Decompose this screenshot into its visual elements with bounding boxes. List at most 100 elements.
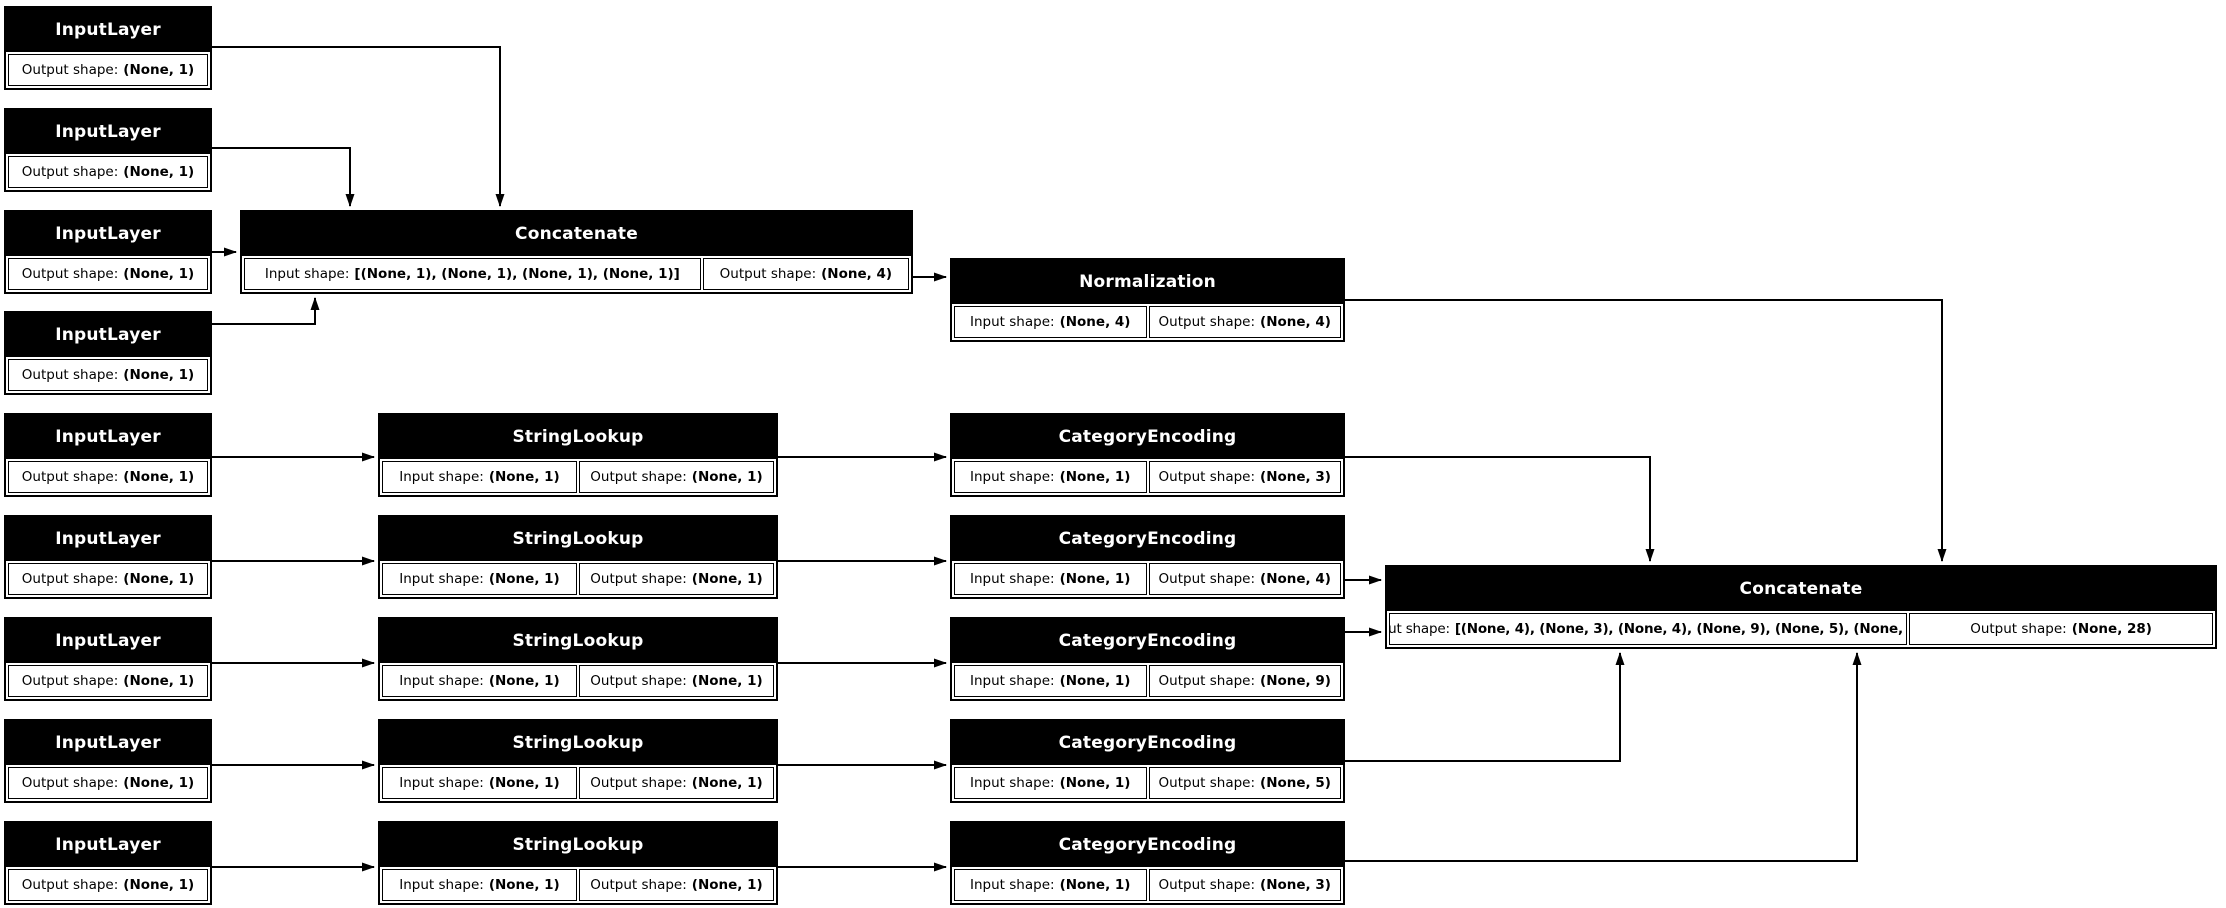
layer-body: Input shape:(None, 1) Output shape:(None… (952, 765, 1343, 801)
input-shape-cell: Input shape:(None, 1) (382, 461, 577, 493)
layer-title: InputLayer (6, 823, 210, 867)
layer-body: Input shape:[(None, 1), (None, 1), (None… (242, 256, 911, 292)
layer-node-input-4: InputLayer Output shape:(None, 1) (4, 311, 212, 395)
layer-node-categoryencoding-4: CategoryEncoding Input shape:(None, 1) O… (950, 719, 1345, 803)
layer-body: Output shape:(None, 1) (6, 561, 210, 597)
input-shape-cell: Input shape:[(None, 4), (None, 3), (None… (1389, 613, 1908, 645)
input-shape-cell: Input shape:(None, 4) (954, 306, 1147, 338)
layer-node-input-1: InputLayer Output shape:(None, 1) (4, 6, 212, 90)
layer-body: Input shape:(None, 1) Output shape:(None… (380, 561, 776, 597)
layer-title: CategoryEncoding (952, 721, 1343, 765)
layer-node-input-5: InputLayer Output shape:(None, 1) (4, 413, 212, 497)
output-shape-cell: Output shape:(None, 5) (1148, 767, 1341, 799)
edge-encoding5-concat2 (1345, 652, 1862, 862)
layer-node-input-8: InputLayer Output shape:(None, 1) (4, 719, 212, 803)
layer-title: InputLayer (6, 8, 210, 52)
layer-node-concatenate-2: Concatenate Input shape:[(None, 4), (Non… (1385, 565, 2217, 649)
layer-title: InputLayer (6, 619, 210, 663)
input-shape-cell: Input shape:(None, 1) (954, 461, 1147, 493)
output-shape-cell: Output shape:(None, 4) (1148, 563, 1341, 595)
layer-node-stringlookup-2: StringLookup Input shape:(None, 1) Outpu… (378, 515, 778, 599)
layer-body: Input shape:(None, 1) Output shape:(None… (380, 765, 776, 801)
output-shape-cell: Output shape:(None, 1) (8, 767, 208, 799)
layer-body: Input shape:(None, 1) Output shape:(None… (952, 561, 1343, 597)
output-shape-cell: Output shape:(None, 1) (579, 665, 774, 697)
edge-input4-concat1 (212, 297, 320, 325)
layer-title: StringLookup (380, 721, 776, 765)
layer-body: Output shape:(None, 1) (6, 154, 210, 190)
layer-title: InputLayer (6, 721, 210, 765)
layer-title: Concatenate (1387, 567, 2215, 611)
layer-title: Concatenate (242, 212, 911, 256)
layer-title: InputLayer (6, 212, 210, 256)
edge-encoding4-concat2 (1345, 652, 1625, 762)
layer-title: Normalization (952, 260, 1343, 304)
layer-body: Output shape:(None, 1) (6, 52, 210, 88)
layer-body: Output shape:(None, 1) (6, 663, 210, 699)
output-shape-cell: Output shape:(None, 1) (579, 767, 774, 799)
output-shape-cell: Output shape:(None, 3) (1148, 461, 1341, 493)
layer-body: Output shape:(None, 1) (6, 256, 210, 292)
layer-title: InputLayer (6, 415, 210, 459)
output-shape-cell: Output shape:(None, 1) (8, 54, 208, 86)
input-shape-cell: Input shape:(None, 1) (382, 767, 577, 799)
layer-body: Input shape:(None, 4) Output shape:(None… (952, 304, 1343, 340)
layer-title: InputLayer (6, 313, 210, 357)
layer-body: Input shape:(None, 1) Output shape:(None… (380, 867, 776, 903)
output-shape-cell: Output shape:(None, 4) (1148, 306, 1341, 338)
input-shape-cell: Input shape:(None, 1) (954, 869, 1147, 901)
input-shape-cell: Input shape:(None, 1) (382, 563, 577, 595)
layer-node-concatenate-1: Concatenate Input shape:[(None, 1), (Non… (240, 210, 913, 294)
layer-node-input-2: InputLayer Output shape:(None, 1) (4, 108, 212, 192)
layer-body: Output shape:(None, 1) (6, 765, 210, 801)
output-shape-cell: Output shape:(None, 4) (702, 258, 909, 290)
output-shape-cell: Output shape:(None, 9) (1148, 665, 1341, 697)
layer-node-input-7: InputLayer Output shape:(None, 1) (4, 617, 212, 701)
layer-title: CategoryEncoding (952, 823, 1343, 867)
layer-node-input-6: InputLayer Output shape:(None, 1) (4, 515, 212, 599)
layer-node-categoryencoding-2: CategoryEncoding Input shape:(None, 1) O… (950, 515, 1345, 599)
edge-input1-concat1 (212, 46, 505, 207)
layer-title: CategoryEncoding (952, 517, 1343, 561)
layer-body: Output shape:(None, 1) (6, 357, 210, 393)
layer-title: StringLookup (380, 619, 776, 663)
layer-body: Output shape:(None, 1) (6, 459, 210, 495)
input-shape-cell: Input shape:(None, 1) (382, 869, 577, 901)
output-shape-cell: Output shape:(None, 3) (1148, 869, 1341, 901)
layer-body: Input shape:(None, 1) Output shape:(None… (952, 867, 1343, 903)
layer-body: Output shape:(None, 1) (6, 867, 210, 903)
input-shape-cell: Input shape:(None, 1) (954, 563, 1147, 595)
layer-body: Input shape:(None, 1) Output shape:(None… (952, 663, 1343, 699)
layer-title: CategoryEncoding (952, 415, 1343, 459)
input-shape-cell: Input shape:(None, 1) (954, 665, 1147, 697)
output-shape-cell: Output shape:(None, 1) (8, 665, 208, 697)
layer-title: StringLookup (380, 517, 776, 561)
output-shape-cell: Output shape:(None, 1) (8, 563, 208, 595)
output-shape-cell: Output shape:(None, 1) (579, 869, 774, 901)
layer-body: Input shape:(None, 1) Output shape:(None… (952, 459, 1343, 495)
output-shape-cell: Output shape:(None, 1) (8, 156, 208, 188)
layer-title: InputLayer (6, 110, 210, 154)
layer-node-stringlookup-1: StringLookup Input shape:(None, 1) Outpu… (378, 413, 778, 497)
output-shape-cell: Output shape:(None, 1) (8, 869, 208, 901)
edge-input2-concat1 (212, 147, 355, 207)
output-shape-cell: Output shape:(None, 1) (8, 359, 208, 391)
output-shape-cell: Output shape:(None, 1) (579, 563, 774, 595)
output-shape-cell: Output shape:(None, 1) (579, 461, 774, 493)
layer-node-normalization: Normalization Input shape:(None, 4) Outp… (950, 258, 1345, 342)
layer-node-input-9: InputLayer Output shape:(None, 1) (4, 821, 212, 905)
layer-node-categoryencoding-5: CategoryEncoding Input shape:(None, 1) O… (950, 821, 1345, 905)
layer-title: StringLookup (380, 823, 776, 867)
layer-node-categoryencoding-3: CategoryEncoding Input shape:(None, 1) O… (950, 617, 1345, 701)
layer-node-categoryencoding-1: CategoryEncoding Input shape:(None, 1) O… (950, 413, 1345, 497)
layer-title: StringLookup (380, 415, 776, 459)
edge-encoding1-concat2 (1345, 456, 1655, 562)
edge-normalization-concat2 (1345, 299, 1947, 562)
input-shape-cell: Input shape:(None, 1) (954, 767, 1147, 799)
layer-body: Input shape:[(None, 4), (None, 3), (None… (1387, 611, 2215, 647)
layer-node-input-3: InputLayer Output shape:(None, 1) (4, 210, 212, 294)
layer-node-stringlookup-3: StringLookup Input shape:(None, 1) Outpu… (378, 617, 778, 701)
layer-node-stringlookup-4: StringLookup Input shape:(None, 1) Outpu… (378, 719, 778, 803)
